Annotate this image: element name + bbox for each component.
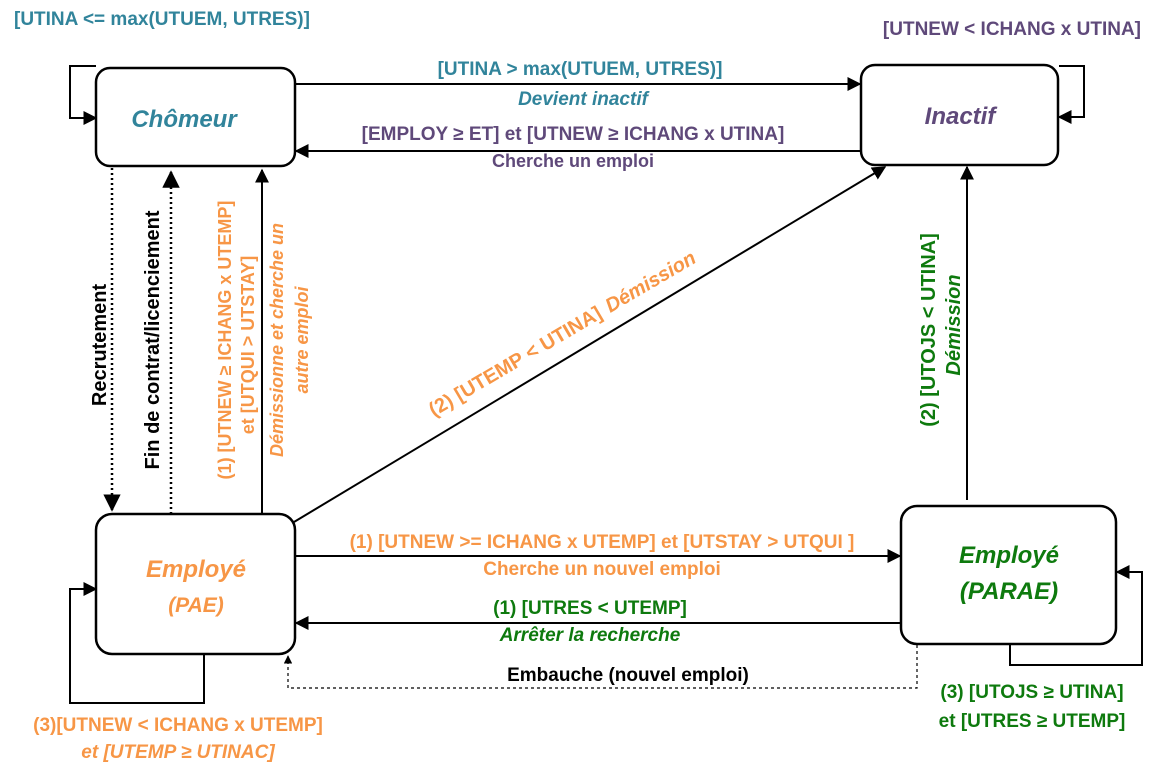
state-employe-pae-label: Employé xyxy=(146,556,246,583)
parae-self-condition-line1: (3) [UTOJS ≥ UTINA] xyxy=(940,682,1123,703)
pae-to-inactif-edge xyxy=(293,166,887,523)
pae-to-inactif-condition: (2) [UTEMP < UTINA] xyxy=(425,302,606,421)
pae-to-chomeur-condition-line1: (1) [UTNEW ≥ ICHANG x UTEMP] xyxy=(215,201,235,480)
pae-self-condition-line2: et [UTEMP ≥ UTINAC] xyxy=(81,742,275,763)
state-chomeur: Chômeur xyxy=(94,66,297,168)
pae-to-parae-condition: (1) [UTNEW >= ICHANG x UTEMP] et [UTSTAY… xyxy=(350,532,855,553)
parae-to-inactif-condition: (2) [UTOJS < UTINA] xyxy=(918,233,940,427)
chomeur-self-loop-edge xyxy=(69,65,98,125)
inactif-to-chomeur-condition: [EMPLOY ≥ ET] et [UTNEW ≥ ICHANG x UTINA… xyxy=(362,124,785,145)
chomeur-self-condition: [UTINA <= max(UTUEM, UTRES)] xyxy=(14,9,310,30)
state-chomeur-label: Chômeur xyxy=(131,106,238,133)
state-employe-pae-sublabel: (PAE) xyxy=(168,594,224,617)
recrutement-label: Recrutement xyxy=(89,284,111,407)
pae-to-parae-action: Cherche un nouvel emploi xyxy=(483,559,721,580)
parae-to-inactif-action: Démission xyxy=(943,274,965,375)
pae-to-chomeur-action-line1: Démissionne et cherche un xyxy=(267,223,287,457)
parae-to-pae-hire-label: Embauche (nouvel emploi) xyxy=(507,665,749,686)
pae-self-condition-line1: (3)[UTNEW < ICHANG x UTEMP] xyxy=(33,715,323,736)
state-employe-parae: Employé (PARAE) xyxy=(899,504,1118,646)
parae-to-pae-condition: (1) [UTRES < UTEMP] xyxy=(493,598,687,619)
state-inactif: Inactif xyxy=(859,63,1060,167)
pae-to-chomeur-action-line2: autre emploi xyxy=(292,285,312,393)
fin-contrat-label: Fin de contrat/licenciement xyxy=(142,210,164,469)
inactif-self-loop-edge xyxy=(1057,65,1085,124)
state-inactif-label: Inactif xyxy=(925,103,998,130)
chomeur-to-inactif-action: Devient inactif xyxy=(518,89,650,110)
parae-to-pae-action: Arrêter la recherche xyxy=(499,625,681,646)
inactif-to-chomeur-action: Cherche un emploi xyxy=(492,151,654,171)
state-employe-parae-label: Employé xyxy=(959,542,1059,569)
inactif-self-condition: [UTNEW < ICHANG x UTINA] xyxy=(883,19,1141,40)
chomeur-to-inactif-condition: [UTINA > max(UTUEM, UTRES)] xyxy=(438,59,723,80)
pae-self-loop-edge xyxy=(69,582,205,704)
parae-self-loop-edge xyxy=(1009,565,1143,666)
parae-self-condition-line2: et [UTRES ≥ UTEMP] xyxy=(939,711,1126,732)
state-employe-pae: Employé (PAE) xyxy=(94,512,297,656)
pae-to-chomeur-condition-line2: et [UTQUI > UTSTAY] xyxy=(238,256,258,435)
state-employe-parae-sublabel: (PARAE) xyxy=(960,578,1058,605)
